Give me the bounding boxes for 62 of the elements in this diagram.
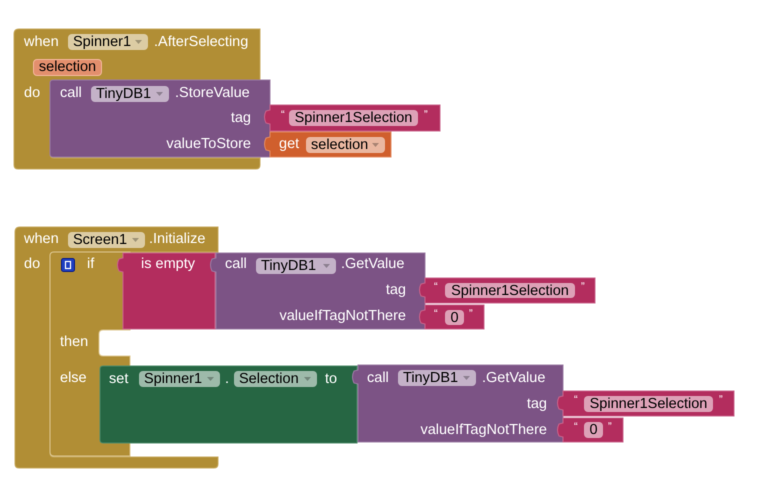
- text-block: [418, 278, 595, 303]
- event-name: .AfterSelecting: [154, 34, 248, 50]
- block-keyword: then: [60, 334, 88, 350]
- block-keyword: call: [225, 256, 247, 272]
- method-call-block: [209, 253, 425, 329]
- text-field: Spinner1Selection: [584, 396, 713, 412]
- event-block: [15, 227, 218, 468]
- getter-block: [263, 132, 391, 157]
- component-dropdown: Spinner1: [68, 34, 148, 50]
- socket-label: valueIfTagNotThere: [279, 308, 406, 324]
- text-field: 0: [584, 422, 603, 438]
- block-keyword: call: [60, 84, 82, 102]
- method-call-block: [50, 80, 270, 157]
- text-field: Spinner1Selection: [445, 283, 575, 298]
- block-keyword: when: [24, 34, 59, 50]
- parameter-chip: selection: [33, 59, 102, 76]
- text-block: [556, 418, 623, 442]
- if-else-block: [50, 252, 130, 456]
- socket-label: tag: [526, 396, 547, 412]
- event-name: .Initialize: [149, 230, 206, 248]
- socket-label: valueIfTagNotThere: [420, 422, 547, 438]
- socket-label: valueToStore: [166, 136, 251, 152]
- quote-mark: ”: [608, 421, 612, 433]
- method-call-block: [351, 365, 563, 442]
- quote-mark: ”: [469, 308, 473, 320]
- block-keyword: set: [109, 370, 128, 388]
- quote-mark: ”: [581, 281, 585, 293]
- socket-label: tag: [230, 110, 251, 126]
- dot-separator: .: [225, 370, 230, 388]
- block-keyword: to: [325, 370, 338, 388]
- quote-mark: ”: [424, 109, 428, 121]
- quote-mark: “: [574, 394, 578, 406]
- quote-mark: “: [281, 109, 285, 121]
- socket-label: tag: [386, 282, 406, 298]
- quote-mark: “: [434, 308, 438, 320]
- text-field: 0: [445, 310, 464, 325]
- text-block: [263, 105, 440, 131]
- text-field: Spinner1Selection: [289, 110, 418, 126]
- block-keyword: call: [367, 370, 389, 386]
- block-keyword: get: [279, 136, 300, 152]
- block-keyword: do: [24, 256, 40, 272]
- method-name: .GetValue: [482, 370, 546, 386]
- variable-dropdown: selection: [306, 137, 385, 153]
- component-dropdown: Screen1: [68, 232, 145, 248]
- component-dropdown: TinyDB1: [91, 86, 169, 102]
- block-keyword: else: [60, 370, 87, 386]
- method-name: .StoreValue: [175, 84, 250, 102]
- quote-mark: ”: [719, 394, 723, 406]
- text-block: [556, 391, 734, 416]
- block-keyword: do: [24, 84, 40, 102]
- method-name: .GetValue: [341, 256, 404, 272]
- component-dropdown: TinyDB1: [256, 258, 336, 274]
- quote-mark: “: [434, 281, 438, 293]
- quote-mark: “: [574, 421, 578, 433]
- block-keyword: is empty: [141, 256, 195, 272]
- component-dropdown: TinyDB1: [398, 370, 476, 386]
- property-dropdown: Selection: [234, 371, 317, 387]
- block-keyword: when: [24, 230, 59, 248]
- block-keyword: if: [87, 256, 94, 272]
- text-block: [418, 305, 484, 329]
- setter-block: [100, 366, 357, 443]
- component-dropdown: Spinner1: [139, 371, 220, 387]
